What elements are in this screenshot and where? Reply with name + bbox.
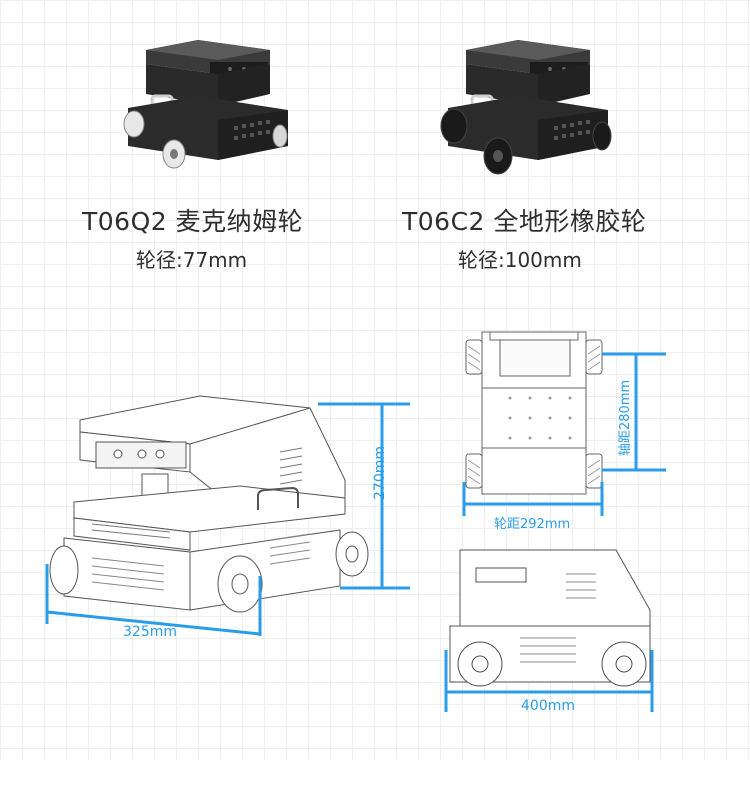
track-label: 轮距292mm	[494, 517, 571, 532]
robot-isometric-drawing	[49, 395, 369, 613]
length-label: 400mm	[521, 698, 575, 714]
robot-top-view	[465, 331, 603, 495]
rubber-wheel-icon	[440, 108, 612, 175]
mecanum-wheel-icon	[123, 110, 288, 169]
product-image-t06q2	[123, 40, 288, 169]
product-title-t06c2: T06C2 全地形橡胶轮	[402, 207, 647, 236]
product-title-t06q2: T06Q2 麦克纳姆轮	[82, 207, 304, 236]
front-span-label: 325mm	[123, 624, 177, 640]
robot-side-view	[449, 549, 651, 687]
product-image-t06c2	[440, 40, 612, 175]
product-spec-t06q2: 轮径:77mm	[136, 248, 248, 272]
product-spec-t06c2: 轮径:100mm	[458, 248, 582, 272]
